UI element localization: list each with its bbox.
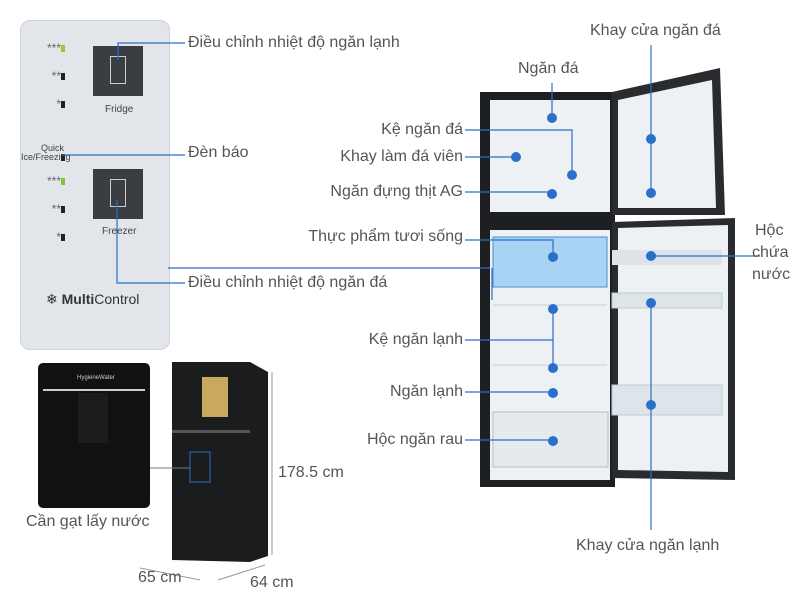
freezer-level-3: *** — [46, 174, 61, 188]
label-water-tank: chứa — [752, 244, 789, 261]
label-fresh-food: Thực phẩm tươi sống — [308, 228, 463, 245]
label-fridge-temp: Điều chỉnh nhiệt độ ngăn lạnh — [188, 34, 400, 51]
dimension-depth: 64 cm — [250, 574, 294, 591]
fridge-level-1: * — [56, 97, 61, 111]
label-freezer-shelf: Kệ ngăn đá — [381, 121, 463, 138]
quick-label: Ice/Freezing — [21, 152, 71, 162]
fridge-level-3: *** — [46, 41, 61, 55]
label-water-lever: Cần gạt lấy nước — [26, 513, 150, 530]
logo-bold: Multi — [61, 291, 95, 307]
led — [61, 45, 65, 52]
label-freezer-temp: Điều chỉnh nhiệt độ ngăn đá — [188, 274, 388, 291]
led — [61, 234, 65, 241]
freezer-button[interactable] — [93, 169, 143, 219]
led — [61, 73, 65, 80]
freezer-level-2: ** — [51, 202, 61, 216]
label-ice-tray: Khay làm đá viên — [340, 148, 463, 165]
fridge-label: Fridge — [105, 104, 134, 115]
label-indicator: Đèn báo — [188, 144, 249, 161]
fridge-level-2: ** — [51, 69, 61, 83]
label-fridge-shelf: Kệ ngăn lạnh — [368, 331, 463, 348]
led — [61, 178, 65, 185]
label-veg-drawer: Hộc ngăn rau — [366, 431, 463, 448]
control-panel: *** ** * Quick Ice/Freezing *** ** * Fri… — [20, 20, 170, 350]
fridge-exterior — [172, 362, 268, 562]
label-water-tank: nước — [752, 266, 791, 283]
freezer-label: Freezer — [102, 226, 137, 237]
led — [61, 206, 65, 213]
label-ag-meat: Ngăn đựng thịt AG — [330, 183, 463, 200]
logo-rest: Control — [94, 291, 140, 307]
label-fridge: Ngăn lạnh — [390, 383, 463, 400]
multicontrol-logo: ❄ MultiControl — [46, 291, 139, 308]
dimension-width: 65 cm — [138, 569, 182, 586]
marker-dots — [511, 113, 656, 446]
freezer-level-1: * — [56, 230, 61, 244]
leader-lines — [62, 42, 760, 530]
led — [61, 154, 65, 161]
led — [61, 101, 65, 108]
snowflake-icon: ❄ — [46, 291, 58, 307]
label-freezer: Ngăn đá — [518, 60, 579, 77]
dispenser-brand: HygieneWater — [77, 375, 115, 381]
label-water-tank: Hộc — [755, 222, 784, 239]
label-freezer-door-tray: Khay cửa ngăn đá — [590, 22, 721, 39]
label-fridge-door-tray: Khay cửa ngăn lạnh — [576, 537, 720, 554]
quick-label: Quick — [41, 143, 65, 153]
dimension-height: 178.5 cm — [278, 464, 344, 481]
